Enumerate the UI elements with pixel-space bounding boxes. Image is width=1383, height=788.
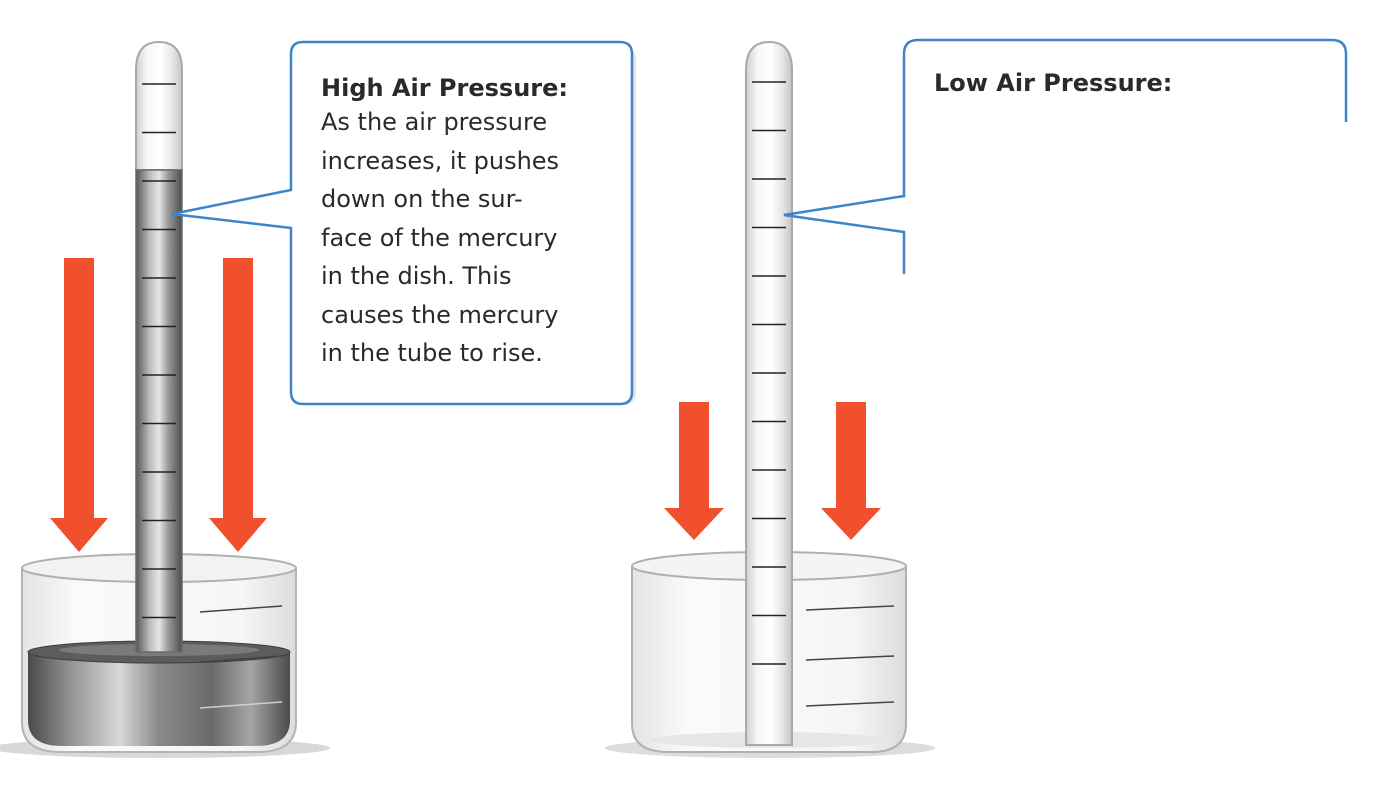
mercury-dish	[21, 553, 297, 753]
low-pressure-callout	[783, 38, 1348, 274]
barometer-tube	[745, 40, 793, 746]
high-pressure-title: High Air Pressure:	[321, 74, 568, 102]
down-arrow-icon	[50, 258, 108, 552]
mercury-pool	[28, 652, 290, 746]
high-pressure-body: As the air pressure increases, it pushes…	[321, 108, 560, 367]
down-arrow-icon	[664, 402, 724, 540]
high-pressure-barometer	[0, 40, 330, 758]
callout-border	[171, 40, 634, 406]
barometer-tube	[135, 40, 183, 653]
down-arrow-icon	[209, 258, 267, 552]
low-pressure-caption: Low Air Pressure:	[934, 68, 1334, 98]
high-pressure-caption: High Air Pressure: As the air pressure i…	[321, 73, 621, 373]
low-pressure-barometer	[605, 40, 935, 758]
down-arrow-icon	[821, 402, 881, 540]
high-pressure-callout	[171, 40, 636, 406]
mercury-column	[135, 169, 183, 653]
callout-border	[783, 38, 1348, 274]
low-pressure-title: Low Air Pressure:	[934, 69, 1173, 97]
